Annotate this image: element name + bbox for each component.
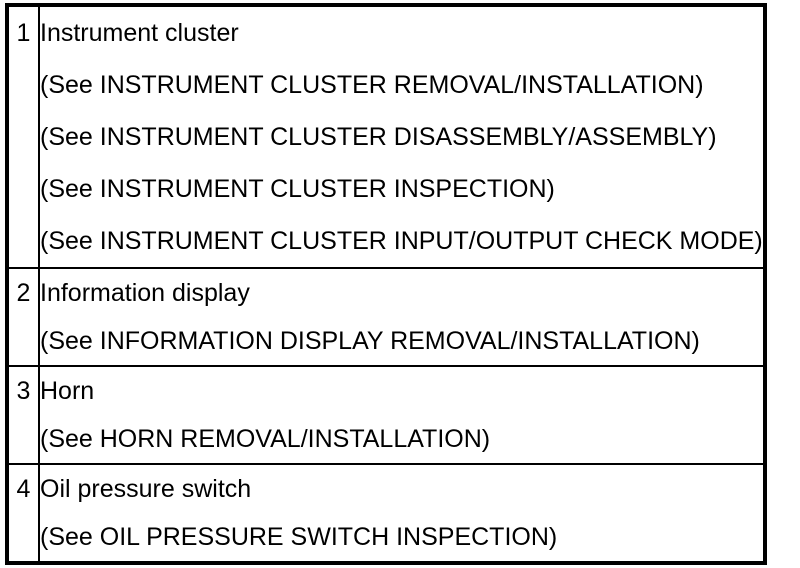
see-reference: (See INSTRUMENT CLUSTER DISASSEMBLY/ASSE… — [40, 123, 717, 151]
parts-reference-table: 1 Instrument cluster (See INSTRUMENT CLU… — [5, 3, 767, 565]
item-number-cell: 4 — [6, 463, 40, 564]
item-description-cell: Horn (See HORN REMOVAL/INSTALLATION) — [38, 365, 766, 465]
item-title: Information display — [40, 279, 250, 307]
item-title: Instrument cluster — [40, 19, 239, 47]
see-reference: (See INSTRUMENT CLUSTER REMOVAL/INSTALLA… — [40, 71, 704, 99]
see-reference: (See INSTRUMENT CLUSTER INSPECTION) — [40, 175, 555, 203]
table-row: 3 Horn (See HORN REMOVAL/INSTALLATION) — [6, 365, 766, 465]
item-description-cell: Information display (See INFORMATION DIS… — [38, 267, 766, 367]
item-title: Oil pressure switch — [40, 475, 252, 503]
item-number-cell: 3 — [6, 365, 40, 465]
table-row: 1 Instrument cluster (See INSTRUMENT CLU… — [6, 4, 766, 269]
item-number-cell: 2 — [6, 267, 40, 367]
item-number: 3 — [16, 377, 31, 405]
table-row: 2 Information display (See INFORMATION D… — [6, 267, 766, 367]
see-reference: (See HORN REMOVAL/INSTALLATION) — [40, 425, 491, 453]
item-title: Horn — [40, 377, 95, 405]
item-number-cell: 1 — [6, 4, 40, 269]
item-number: 4 — [16, 475, 31, 503]
see-reference: (See INFORMATION DISPLAY REMOVAL/INSTALL… — [40, 327, 700, 355]
item-description-cell: Instrument cluster (See INSTRUMENT CLUST… — [38, 4, 766, 269]
item-number: 2 — [16, 279, 31, 307]
see-reference: (See OIL PRESSURE SWITCH INSPECTION) — [40, 523, 558, 551]
item-description-cell: Oil pressure switch (See OIL PRESSURE SW… — [38, 463, 766, 564]
item-number: 1 — [16, 19, 31, 47]
see-reference: (See INSTRUMENT CLUSTER INPUT/OUTPUT CHE… — [40, 227, 763, 255]
table-row: 4 Oil pressure switch (See OIL PRESSURE … — [6, 463, 766, 564]
